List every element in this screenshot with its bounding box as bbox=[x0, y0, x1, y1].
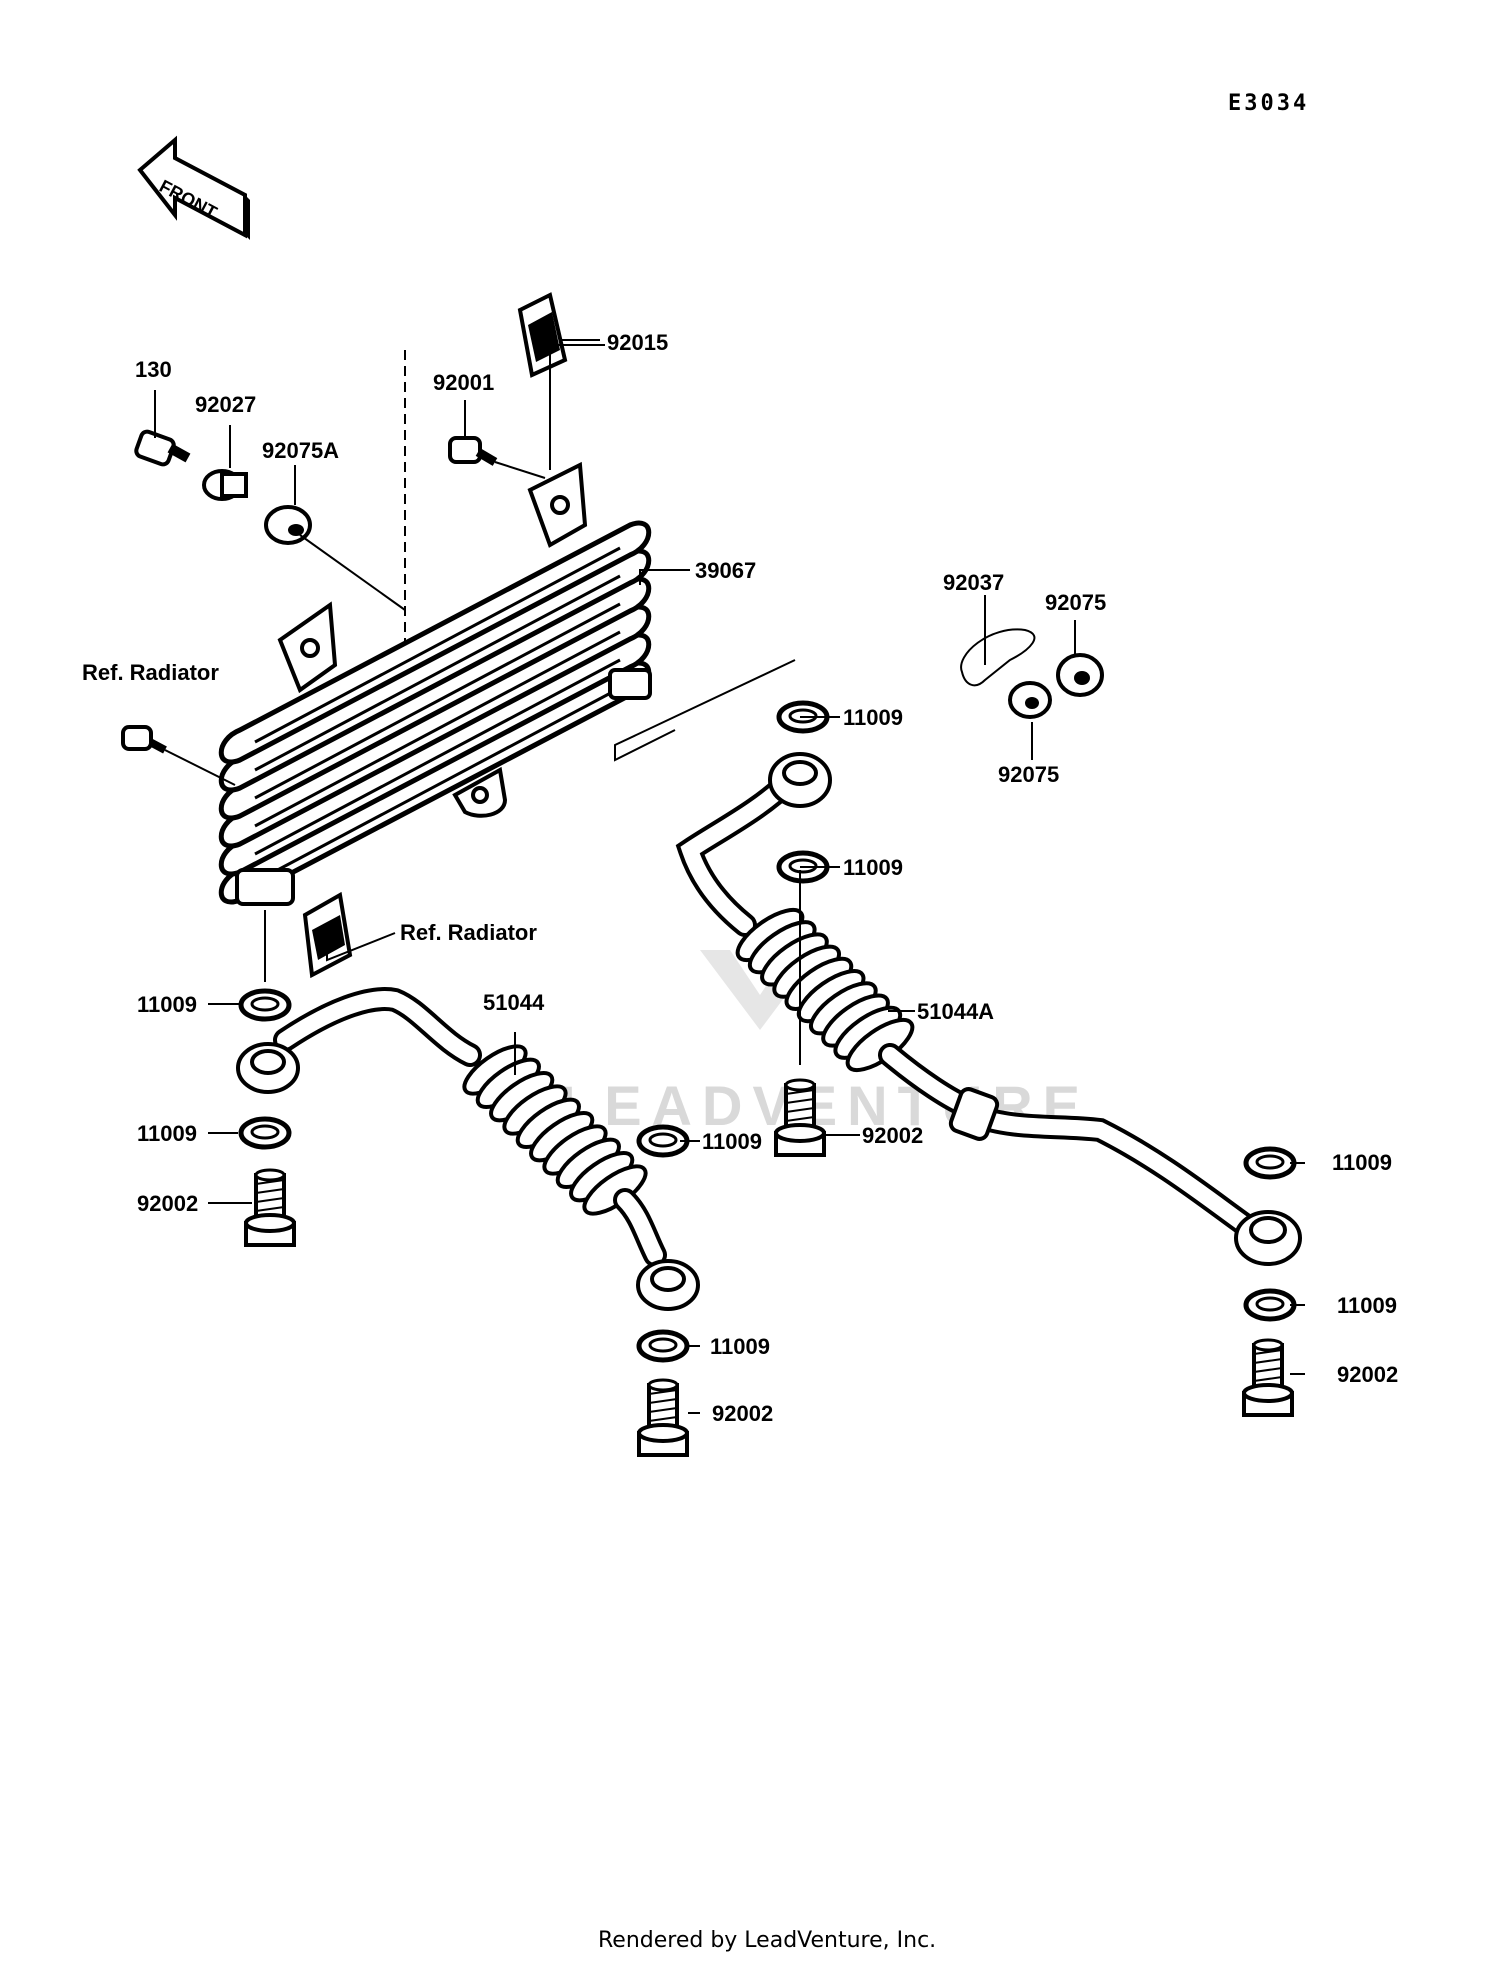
label-92027: 92027 bbox=[195, 392, 256, 417]
label-92002-c: 92002 bbox=[712, 1401, 773, 1426]
banjo-bolt bbox=[244, 1168, 296, 1247]
washer bbox=[636, 1329, 690, 1363]
cooler-tube bbox=[218, 548, 652, 793]
cooler-tube bbox=[218, 604, 652, 849]
bolt-92001 bbox=[448, 436, 498, 466]
collar-92027 bbox=[202, 469, 248, 501]
cooler-tube bbox=[218, 632, 652, 877]
label-11009-e: 11009 bbox=[702, 1129, 762, 1154]
washer bbox=[1243, 1288, 1297, 1322]
washer bbox=[1243, 1146, 1297, 1180]
label-11009-a: 11009 bbox=[843, 705, 903, 730]
banjo-bolt bbox=[774, 1078, 826, 1157]
label-92075A: 92075A bbox=[262, 438, 339, 463]
label-92002-d: 92002 bbox=[1337, 1362, 1398, 1387]
front-arrow-icon: FRONT bbox=[137, 135, 250, 240]
banjo-bolt bbox=[1242, 1338, 1294, 1417]
label-ref-radiator-bottom: Ref. Radiator bbox=[400, 920, 537, 945]
grommet-92075A bbox=[264, 505, 312, 545]
label-11009-c: 11009 bbox=[137, 992, 197, 1017]
part-labels: 130 92027 92075A 92001 92015 39067 92037… bbox=[82, 330, 1398, 1426]
label-92002-b: 92002 bbox=[862, 1123, 923, 1148]
oil-cooler-39067 bbox=[218, 350, 652, 906]
footer-credit: Rendered by LeadVenture, Inc. bbox=[598, 1928, 936, 1953]
label-11009-f: 11009 bbox=[710, 1334, 770, 1359]
leader-lines bbox=[154, 339, 1305, 1414]
banjo-bolts-92002 bbox=[244, 1078, 1294, 1457]
label-39067: 39067 bbox=[695, 558, 756, 583]
grommet-92075-upper bbox=[1056, 653, 1104, 697]
washer bbox=[636, 1124, 690, 1158]
label-92037: 92037 bbox=[943, 570, 1004, 595]
washer bbox=[238, 1116, 292, 1150]
label-92001: 92001 bbox=[433, 370, 494, 395]
label-11009-d: 11009 bbox=[137, 1121, 197, 1146]
clip-92015 bbox=[517, 292, 568, 378]
diagram-code: E3034 bbox=[1228, 91, 1309, 116]
banjo-bolt bbox=[637, 1378, 689, 1457]
hose-51044A bbox=[675, 752, 1302, 1266]
label-11009-h: 11009 bbox=[1337, 1293, 1397, 1318]
washer bbox=[238, 988, 292, 1022]
label-11009-b: 11009 bbox=[843, 855, 903, 880]
label-ref-radiator-left: Ref. Radiator bbox=[82, 660, 219, 685]
grommet-92075-lower bbox=[1008, 681, 1052, 719]
label-51044: 51044 bbox=[483, 990, 545, 1015]
label-130: 130 bbox=[135, 357, 172, 382]
hose-51044 bbox=[236, 987, 700, 1311]
label-11009-g: 11009 bbox=[1332, 1150, 1392, 1175]
bolt-130 bbox=[134, 429, 191, 467]
cooler-tube bbox=[218, 576, 652, 821]
cooler-tube bbox=[218, 520, 652, 765]
bolt-ref-radiator bbox=[121, 725, 167, 754]
label-51044A: 51044A bbox=[917, 999, 994, 1024]
label-92075-lower: 92075 bbox=[998, 762, 1059, 787]
label-92002-a: 92002 bbox=[137, 1191, 198, 1216]
label-92075-upper: 92075 bbox=[1045, 590, 1106, 615]
label-92015: 92015 bbox=[607, 330, 668, 355]
clip-92037 bbox=[960, 628, 1036, 687]
